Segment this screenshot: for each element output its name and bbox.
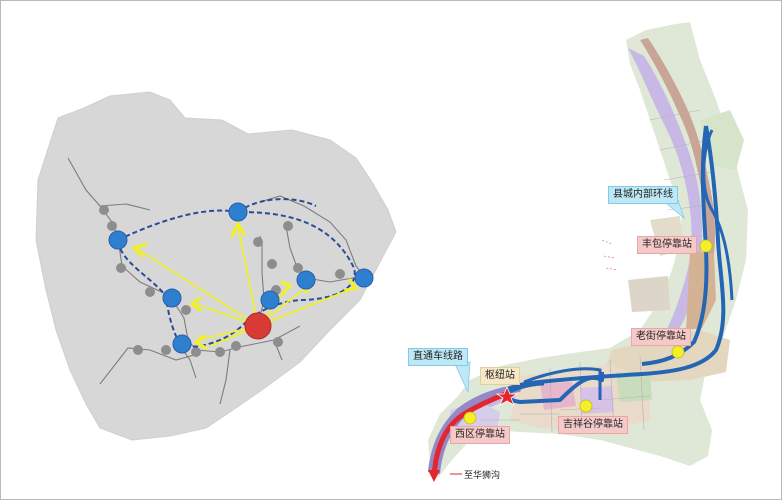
stop-nodes [108, 202, 374, 354]
hub-node [244, 312, 272, 340]
label-xiqu-stop: 西区停靠站 [450, 426, 510, 444]
label-direct-route: 直通车线路 [408, 348, 468, 366]
stop-node [260, 290, 280, 310]
direct-callout-pointer [453, 361, 471, 393]
hub-star-icon [495, 385, 519, 406]
direct-route [431, 391, 507, 475]
station-dot [463, 411, 477, 425]
label-hub-station: 枢纽站 [480, 367, 520, 385]
road-junctions [99, 205, 345, 357]
label-jixianggu-stop: 吉祥谷停靠站 [558, 416, 628, 434]
station-dot [671, 345, 685, 359]
stop-node [354, 268, 374, 288]
label-laojie-stop: 老街停靠站 [631, 328, 691, 346]
stop-node [162, 288, 182, 308]
spoke-arrowheads [131, 220, 359, 350]
station-dots [463, 239, 713, 425]
label-fengbao-stop: 丰包停靠站 [637, 236, 697, 254]
stop-node [108, 230, 128, 250]
stop-node [296, 270, 316, 290]
label-destination: 至华狮沟 [464, 471, 501, 481]
terrain-area [35, 91, 397, 441]
stop-node [172, 334, 192, 354]
direct-route-arrow [428, 470, 440, 482]
station-dot [699, 239, 713, 253]
station-dot [579, 399, 593, 413]
stop-node [228, 202, 248, 222]
label-inner-loop: 县城内部环线 [608, 186, 678, 204]
